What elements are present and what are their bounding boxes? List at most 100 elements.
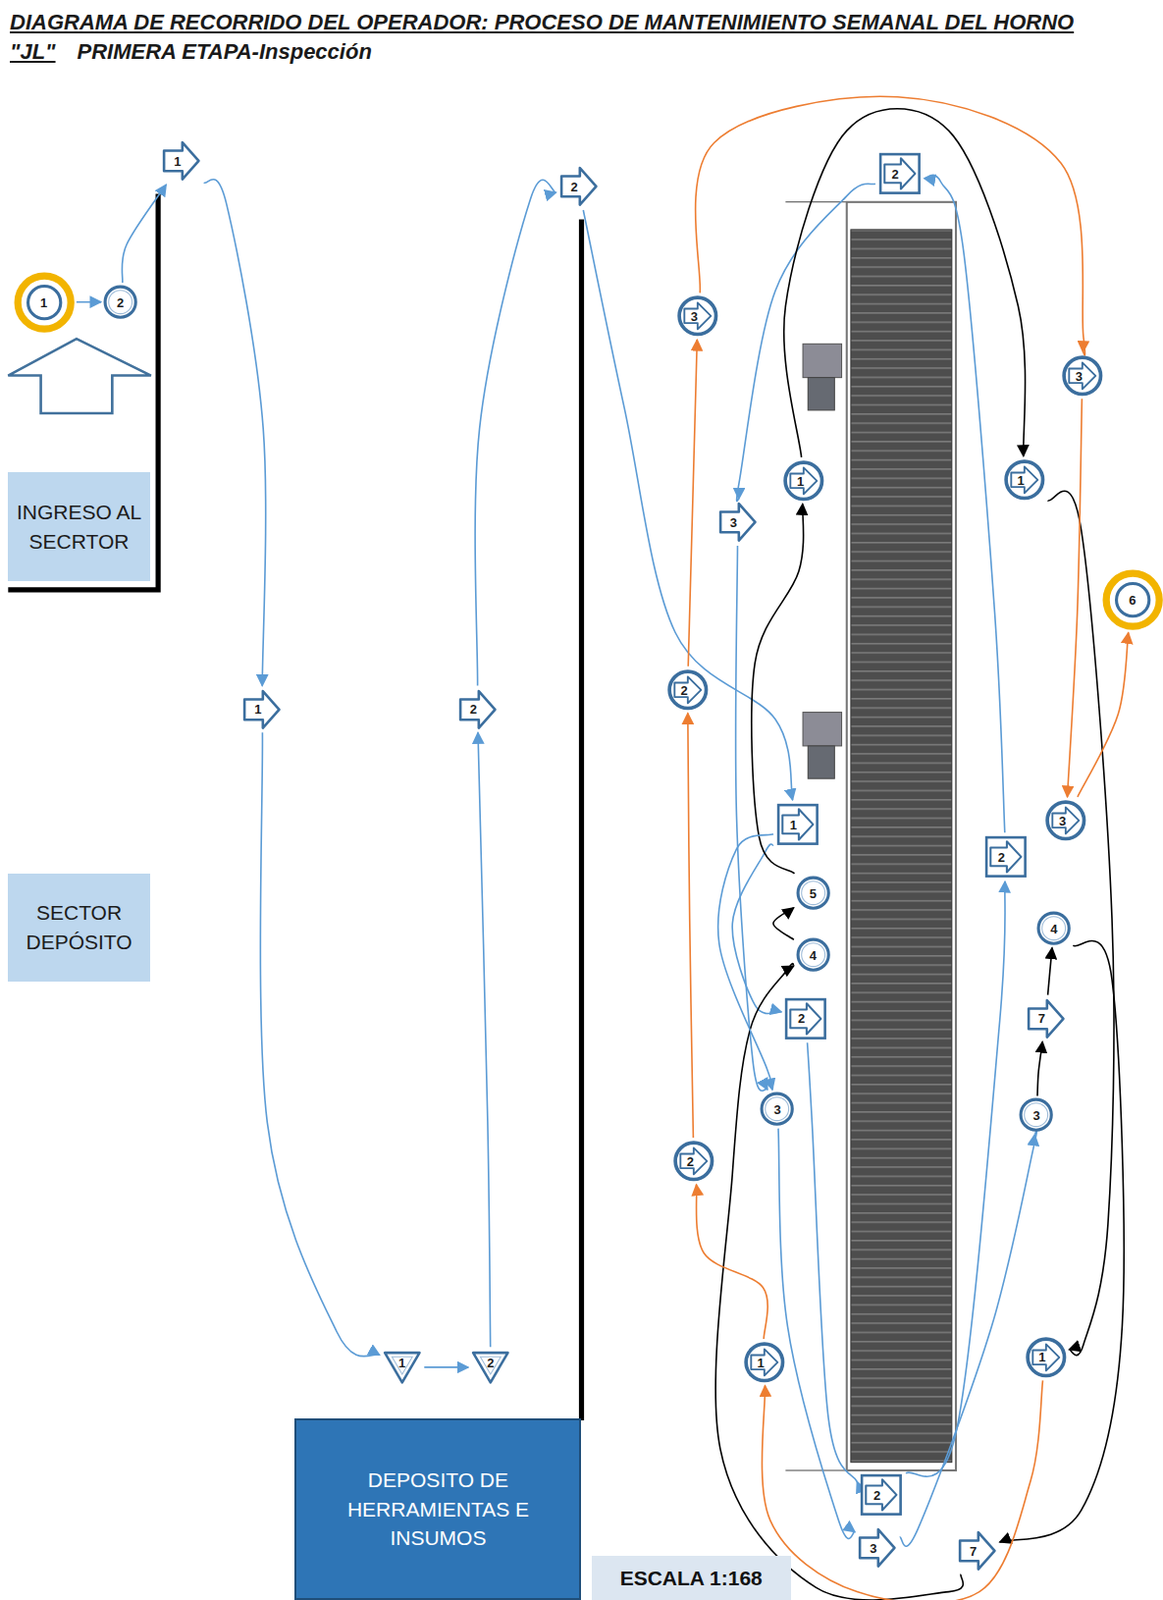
operation-transport-circle: 1	[782, 459, 826, 503]
operation-circle: 4	[1036, 910, 1071, 946]
route-connector	[715, 963, 963, 1600]
area-label: ESCALA 1:168	[620, 1563, 763, 1592]
route-connector	[1037, 1041, 1043, 1096]
inspection-square: 2	[858, 1472, 904, 1518]
route-connector	[687, 339, 697, 667]
operation-transport-circle: 3	[1044, 798, 1088, 843]
callout-number: 2	[486, 1355, 494, 1369]
callout-number: 3	[690, 310, 698, 323]
oven-belt	[850, 229, 952, 1463]
area-box: INGRESO AL SECRTOR	[7, 472, 150, 582]
operation-circle: 3	[1018, 1097, 1054, 1132]
operation-circle: 4	[795, 937, 831, 972]
burner	[802, 343, 843, 377]
callout-number: 2	[116, 295, 124, 309]
route-connector	[695, 96, 1086, 356]
start-end-circle: 1	[13, 271, 75, 333]
transport-arrow: 2	[457, 687, 499, 732]
operation-transport-circle: 2	[672, 1139, 716, 1183]
transport-arrow-shape	[160, 139, 203, 183]
storage-triangle: 1	[381, 1348, 423, 1385]
callout-number: 1	[756, 1355, 764, 1369]
route-connector	[121, 184, 166, 283]
route-connector	[924, 174, 1005, 833]
route-connector	[260, 732, 379, 1357]
guide-line	[785, 201, 846, 203]
callout-number: 1	[1017, 473, 1025, 486]
callout-number: 2	[998, 850, 1005, 864]
callout-number: 3	[1058, 813, 1066, 827]
transport-arrow-shape	[558, 164, 600, 209]
route-connector	[475, 179, 556, 686]
callout-number: 2	[470, 702, 477, 716]
inspection-square: 2	[877, 151, 923, 197]
route-connector	[784, 108, 1026, 458]
transport-arrow-shape	[717, 500, 759, 544]
callout-number: 3	[869, 1540, 877, 1554]
callout-number: 2	[892, 166, 899, 180]
route-connector	[807, 1042, 860, 1486]
wall	[7, 194, 159, 590]
route-connector	[718, 834, 774, 1090]
callout-number: 1	[254, 702, 262, 716]
callout-number: 2	[797, 1011, 805, 1025]
route-connector	[423, 1366, 469, 1369]
wall	[579, 219, 584, 1422]
callout-number: 7	[1038, 1011, 1046, 1025]
route-connector	[687, 713, 694, 1139]
callout-number: 3	[1032, 1109, 1040, 1122]
transport-arrow-shape	[856, 1526, 899, 1570]
route-connector	[732, 844, 782, 1014]
area-box: SECTOR DEPÓSITO	[7, 873, 150, 982]
transport-arrow: 1	[241, 687, 283, 732]
inspection-square: 2	[783, 996, 829, 1042]
route-connector	[1000, 940, 1125, 1542]
inspection-square-shape	[983, 834, 1029, 880]
inspection-square-shape	[877, 151, 923, 197]
route-connector	[76, 301, 102, 304]
oven-frame	[846, 202, 956, 1471]
stage-label: PRIMERA ETAPA-Inspección	[77, 39, 372, 64]
area-label: INGRESO AL SECRTOR	[13, 497, 144, 556]
operation-circle: 2	[103, 284, 138, 319]
transport-arrow: 7	[956, 1529, 999, 1573]
operation-circle: 5	[795, 875, 831, 910]
route-connector	[773, 907, 794, 941]
guide-line	[785, 1469, 846, 1471]
callout-number: 1	[790, 817, 797, 831]
operation-transport-circle: 2	[666, 668, 710, 712]
route-connector	[582, 210, 793, 800]
callout-number: 2	[873, 1487, 881, 1501]
operation-transport-circle: 1	[1003, 458, 1047, 502]
callout-number: 7	[969, 1543, 977, 1557]
route-connector	[1077, 632, 1129, 797]
callout-number: 4	[1050, 921, 1058, 935]
callout-number: 3	[773, 1102, 781, 1115]
inspection-square: 1	[775, 801, 821, 847]
callout-number: 2	[680, 683, 688, 696]
route-connector	[1048, 948, 1053, 996]
callout-number: 3	[730, 516, 738, 529]
route-connector	[737, 183, 876, 501]
burner	[802, 712, 843, 746]
route-connector	[477, 732, 491, 1347]
callout-number: 3	[1075, 369, 1083, 382]
callout-number: 1	[40, 295, 48, 309]
route-connector	[1067, 398, 1083, 797]
callout-number: 1	[796, 474, 804, 487]
route-connector	[696, 1184, 769, 1339]
callout-number: 4	[809, 948, 817, 961]
operation-transport-circle: 1	[742, 1340, 787, 1384]
transport-arrow: 2	[558, 164, 600, 209]
operation-transport-circle: 3	[676, 294, 720, 338]
route-connector	[761, 1379, 1043, 1600]
area-box: ESCALA 1:168	[591, 1555, 792, 1600]
operation-circle: 3	[759, 1091, 794, 1126]
callout-number: 2	[571, 180, 579, 194]
entrance-arrow	[7, 338, 152, 414]
callout-number: 2	[687, 1154, 694, 1167]
inspection-square: 2	[983, 834, 1029, 880]
callout-number: 1	[398, 1355, 406, 1369]
